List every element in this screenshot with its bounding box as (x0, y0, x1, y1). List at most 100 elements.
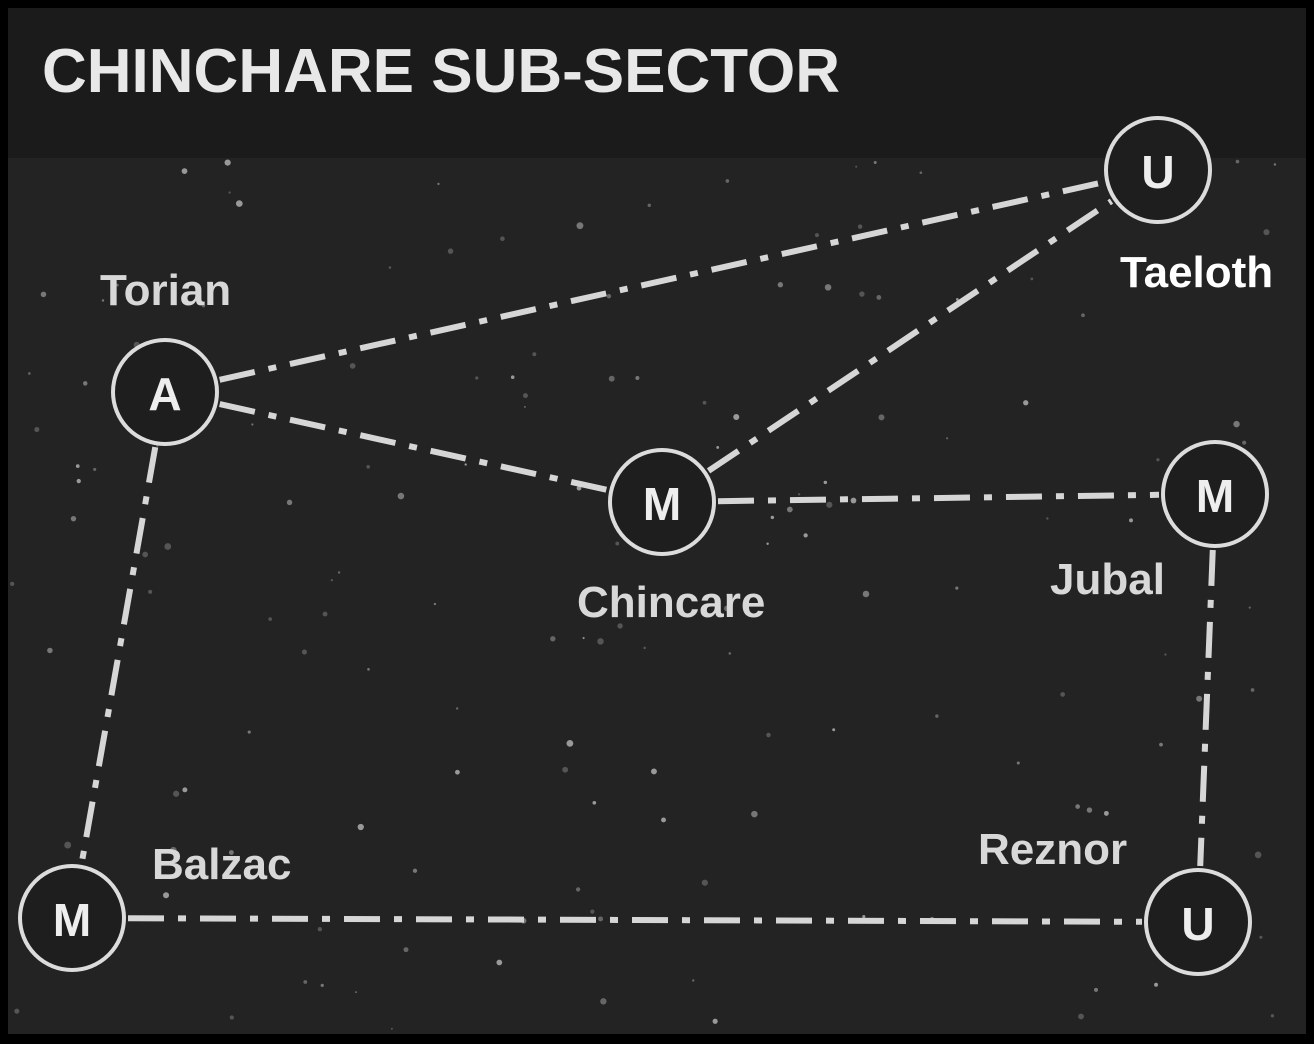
system-class: A (148, 368, 181, 420)
star (303, 980, 308, 984)
star (643, 646, 646, 650)
label-chincare: Chincare (577, 578, 765, 627)
star (173, 790, 180, 797)
star (1103, 810, 1109, 816)
star (201, 303, 206, 308)
system-class: M (643, 478, 681, 530)
star (608, 375, 615, 382)
star (562, 766, 569, 773)
star (701, 879, 708, 886)
star (590, 909, 595, 914)
star (859, 291, 865, 297)
star (475, 376, 479, 380)
star (766, 732, 771, 738)
star (723, 605, 730, 612)
star (617, 623, 623, 629)
starfield (10, 159, 1277, 1030)
star (1196, 695, 1203, 702)
star (1093, 987, 1099, 992)
star (956, 298, 959, 301)
star (322, 611, 328, 617)
star (367, 667, 370, 671)
route-torian-chincare (219, 401, 608, 493)
star (1086, 807, 1093, 813)
route-balzac-reznor (127, 915, 1143, 925)
system-ring (1144, 868, 1252, 976)
star (163, 892, 170, 899)
system-node-jubal[interactable]: M (1161, 440, 1269, 548)
star (82, 381, 88, 386)
star (797, 493, 801, 496)
route-chincare-jubal (717, 491, 1160, 505)
star (455, 769, 460, 775)
star (1016, 761, 1020, 765)
star (366, 465, 370, 469)
star (777, 282, 784, 288)
star (93, 467, 97, 472)
star (576, 485, 582, 491)
system-node-chincare[interactable]: M (608, 448, 716, 556)
label-taeloth: Taeloth (1120, 248, 1273, 297)
star (464, 463, 467, 466)
star (10, 581, 15, 586)
star (522, 393, 528, 399)
star (164, 543, 172, 550)
star (1078, 1013, 1084, 1020)
system-node-torian[interactable]: A (111, 338, 219, 446)
system-class: U (1181, 898, 1214, 950)
star (566, 739, 574, 747)
star (1060, 692, 1066, 697)
star (229, 1015, 234, 1020)
system-node-balzac[interactable]: M (18, 864, 126, 972)
star (855, 165, 858, 168)
star (1254, 851, 1262, 859)
star (357, 823, 364, 831)
system-node-reznor[interactable]: U (1144, 868, 1252, 976)
star (647, 203, 651, 207)
star (1263, 229, 1270, 236)
systems: U A M M M U (18, 116, 1269, 976)
star (770, 515, 775, 520)
star (857, 224, 863, 229)
system-ring (608, 448, 716, 556)
star (349, 363, 356, 369)
star (733, 413, 740, 421)
star (76, 478, 81, 484)
star (814, 233, 819, 238)
star (582, 599, 585, 602)
routes (78, 179, 1216, 925)
star (403, 947, 409, 953)
star (692, 979, 695, 982)
star (523, 405, 526, 408)
star (919, 171, 923, 175)
star (824, 284, 832, 291)
star (301, 649, 307, 655)
star (635, 376, 640, 381)
star (75, 464, 80, 468)
system-node-taeloth[interactable]: U (1104, 116, 1212, 224)
star (390, 1027, 393, 1030)
star (751, 810, 758, 818)
star (337, 571, 341, 574)
system-ring (18, 864, 126, 972)
system-labels: Taeloth Torian Chincare Jubal Balzac Rez… (100, 248, 1273, 889)
route-chincare-taeloth (706, 198, 1114, 474)
star (832, 728, 836, 732)
star (582, 637, 585, 640)
star (1030, 277, 1034, 281)
star (47, 647, 53, 654)
star (716, 446, 720, 449)
star (142, 551, 149, 558)
star (766, 542, 769, 545)
star (455, 707, 459, 710)
star (1081, 313, 1085, 318)
star (803, 533, 808, 538)
star (34, 426, 40, 433)
star (650, 768, 657, 775)
star (576, 222, 584, 230)
star (14, 1008, 20, 1014)
star (1270, 1014, 1275, 1018)
star (1023, 400, 1029, 406)
star (946, 437, 949, 440)
star (437, 182, 440, 186)
